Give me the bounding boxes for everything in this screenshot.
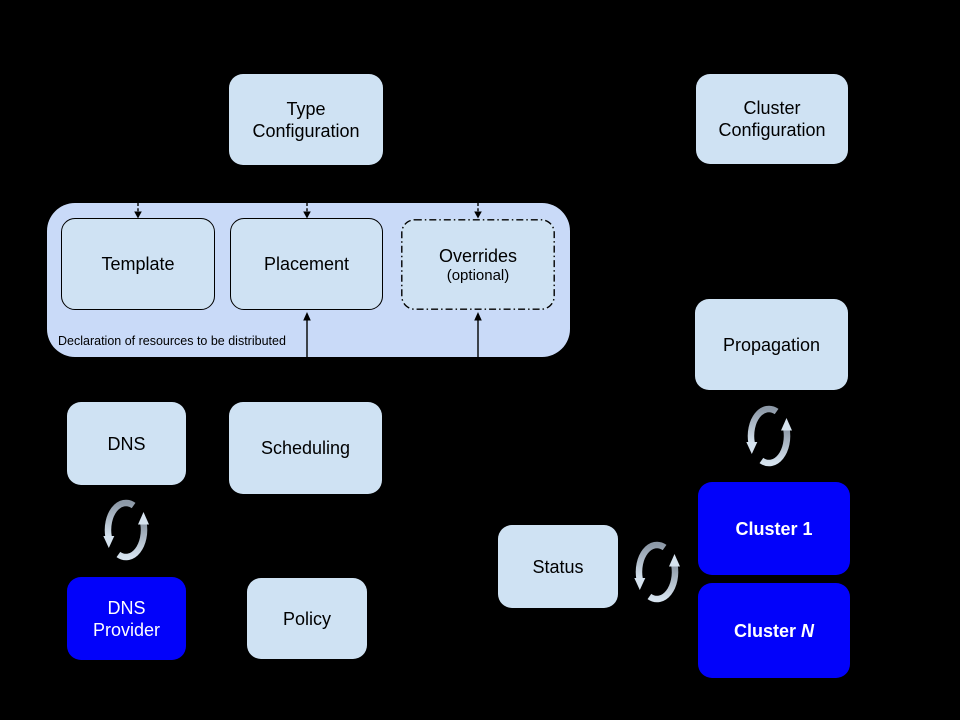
type-configuration-label: Type Configuration bbox=[252, 98, 360, 141]
placement-label: Placement bbox=[263, 254, 350, 274]
overrides-dashdot-border bbox=[401, 219, 555, 310]
dns-box: DNS bbox=[67, 402, 186, 485]
policy-box: Policy bbox=[247, 578, 367, 659]
overrides-incoming-arrow bbox=[474, 312, 482, 357]
declaration-caption: Declaration of resources to be distribut… bbox=[58, 334, 286, 348]
cluster-n-box: Cluster N bbox=[698, 583, 850, 678]
policy-label: Policy bbox=[282, 608, 331, 629]
template-box: Template bbox=[61, 218, 215, 310]
status-box: Status bbox=[498, 525, 618, 608]
cluster-1-label: Cluster 1 bbox=[735, 518, 813, 539]
propagation-box: Propagation bbox=[695, 299, 848, 390]
overrides-sublabel: (optional) bbox=[446, 266, 510, 284]
overrides-label: Overrides bbox=[438, 245, 518, 266]
resource-declaration-container: Template Placement Overrides (optional) … bbox=[47, 203, 570, 357]
scheduling-label: Scheduling bbox=[260, 438, 351, 458]
type-config-to-overrides-arrow bbox=[474, 203, 482, 219]
type-config-to-template-arrow bbox=[134, 203, 142, 219]
type-config-to-placement-arrow bbox=[303, 203, 311, 219]
cluster-n-label: Cluster N bbox=[733, 620, 815, 641]
dns-sync-icon bbox=[103, 499, 149, 561]
status-sync-icon bbox=[634, 541, 680, 603]
status-label: Status bbox=[532, 556, 584, 577]
dns-label: DNS bbox=[107, 433, 146, 454]
scheduling-box: Scheduling bbox=[229, 402, 382, 494]
propagation-label: Propagation bbox=[722, 334, 821, 355]
overrides-box: Overrides (optional) bbox=[401, 219, 555, 310]
dns-provider-label: DNS Provider bbox=[92, 597, 161, 640]
dns-provider-box: DNS Provider bbox=[67, 577, 186, 660]
template-label: Template bbox=[101, 254, 175, 274]
type-configuration-box: Type Configuration bbox=[229, 74, 383, 165]
placement-incoming-arrow bbox=[303, 312, 311, 357]
propagation-sync-icon bbox=[746, 405, 792, 467]
cluster-1-box: Cluster 1 bbox=[698, 482, 850, 575]
cluster-configuration-label: Cluster Configuration bbox=[718, 98, 826, 140]
placement-box: Placement bbox=[230, 218, 383, 310]
cluster-configuration-box: Cluster Configuration bbox=[696, 74, 848, 164]
